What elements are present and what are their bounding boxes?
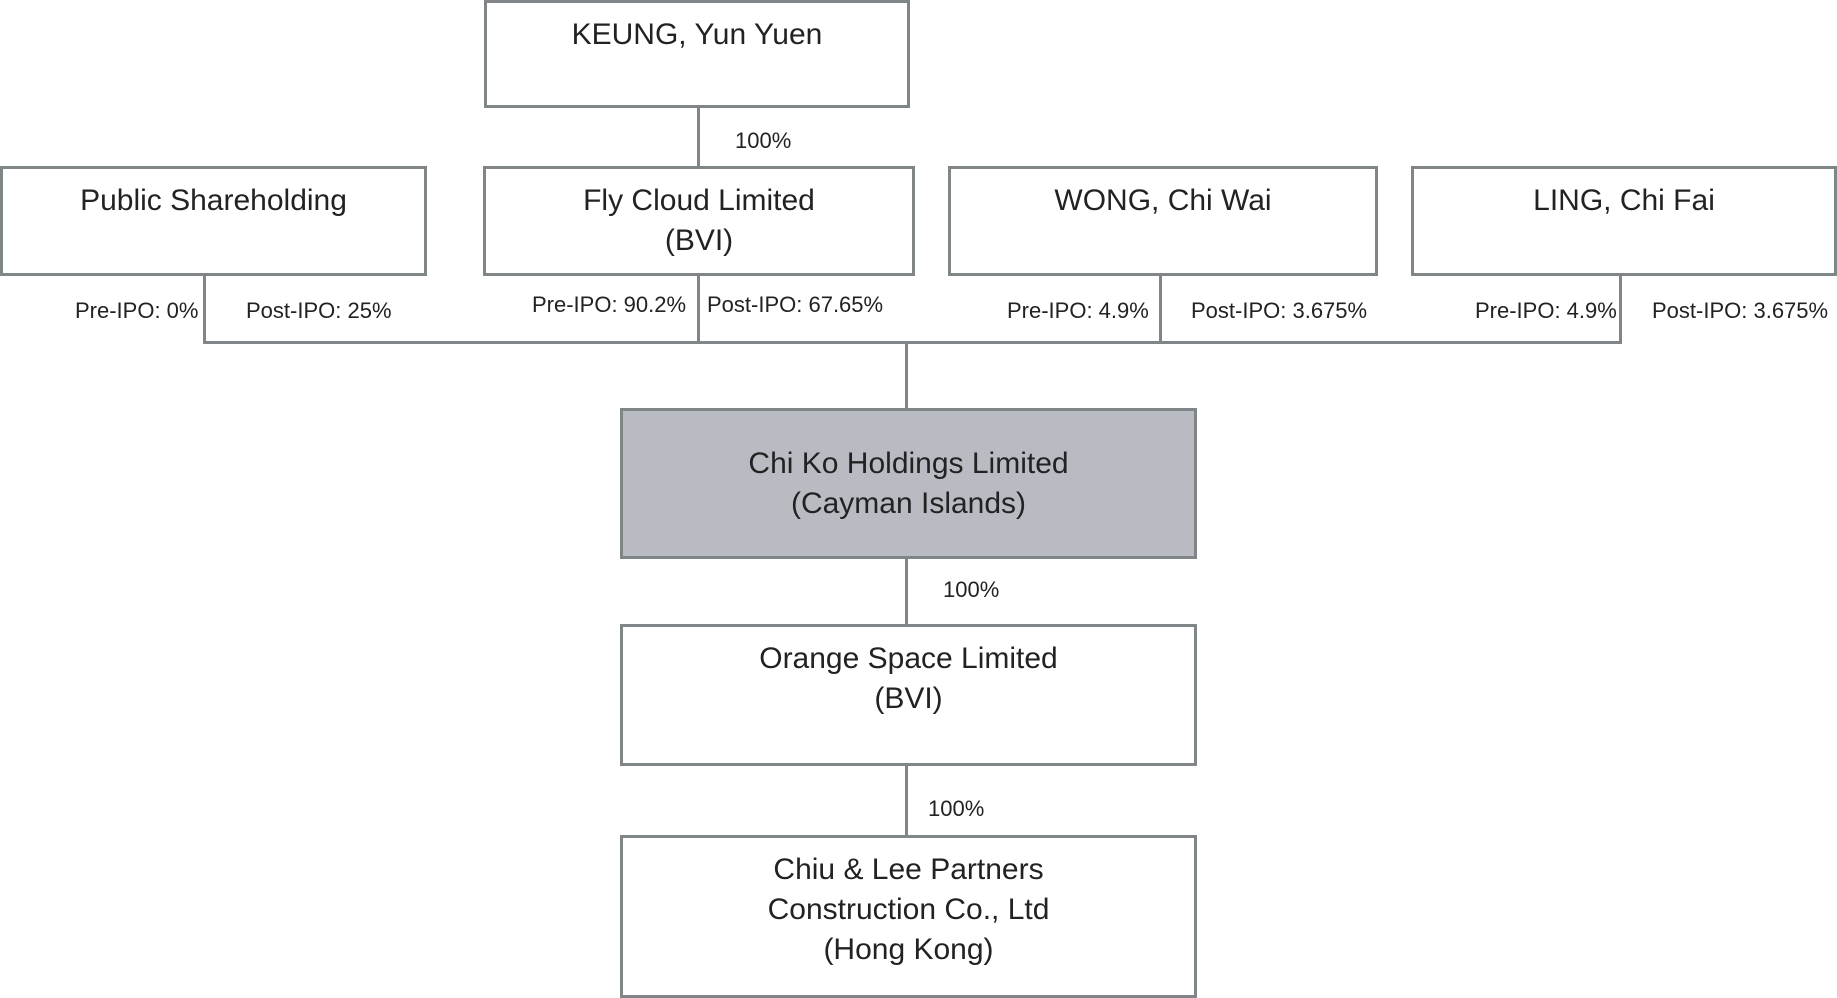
ownership-label-fly-cloud-post-ipo: Post-IPO: 67.65%: [707, 292, 884, 317]
connector-orange-chiu-lee: [905, 765, 908, 838]
entity-box-public-shareholding: Public Shareholding: [0, 166, 427, 276]
ownership-label-ling-pre-ipo: Pre-IPO: 4.9%: [1475, 298, 1617, 323]
ownership-label-orange-chiu-lee: 100%: [928, 796, 985, 821]
entity-name: Fly Cloud Limited: [583, 184, 815, 217]
entity-jurisdiction: (BVI): [664, 224, 734, 257]
ownership-label-public-pre-ipo: Pre-IPO: 0%: [75, 298, 199, 323]
ownership-label-wong-post-ipo: Post-IPO: 3.675%: [1191, 298, 1368, 323]
ownership-label-ling-post-ipo: Post-IPO: 3.675%: [1652, 298, 1829, 323]
ownership-label-wong-pre-ipo: Pre-IPO: 4.9%: [1007, 298, 1149, 323]
entity-jurisdiction: (Hong Kong): [823, 933, 994, 966]
connector-ling-down: [1619, 274, 1622, 344]
entity-name: Chiu & Lee Partners: [773, 853, 1044, 886]
ownership-label-fly-cloud-pre-ipo: Pre-IPO: 90.2%: [532, 292, 687, 317]
entity-name: LING, Chi Fai: [1533, 184, 1715, 217]
entity-jurisdiction: (Cayman Islands): [790, 486, 1027, 520]
entity-box-orange-space: Orange Space Limited (BVI): [620, 624, 1197, 766]
entity-box-chi-ko-holdings: Chi Ko Holdings Limited (Cayman Islands): [620, 408, 1197, 559]
entity-box-wong: WONG, Chi Wai: [948, 166, 1378, 276]
connector-horizontal-bus: [203, 341, 1622, 344]
ownership-label-keung-fly-cloud: 100%: [735, 128, 792, 153]
connector-bus-chi-ko: [905, 341, 908, 411]
entity-name-continued: Construction Co., Ltd: [767, 893, 1050, 926]
entity-box-keung: KEUNG, Yun Yuen: [484, 0, 910, 108]
entity-box-ling: LING, Chi Fai: [1411, 166, 1837, 276]
entity-jurisdiction: (BVI): [874, 682, 943, 715]
entity-box-fly-cloud: Fly Cloud Limited (BVI): [483, 166, 915, 276]
entity-name: Public Shareholding: [80, 184, 347, 217]
ownership-label-chi-ko-orange: 100%: [943, 577, 1000, 602]
connector-public-down: [203, 274, 206, 344]
entity-box-chiu-lee: Chiu & Lee Partners Construction Co., Lt…: [620, 835, 1197, 998]
connector-chi-ko-orange: [905, 557, 908, 627]
entity-name: WONG, Chi Wai: [1054, 184, 1272, 217]
entity-name: Orange Space Limited: [759, 642, 1058, 675]
connector-fly-cloud-down: [697, 274, 700, 344]
entity-name: Chi Ko Holdings Limited: [748, 446, 1069, 480]
connector-wong-down: [1159, 274, 1162, 344]
connector-keung-fly-cloud: [697, 106, 700, 167]
ownership-label-public-post-ipo: Post-IPO: 25%: [246, 298, 392, 323]
entity-name: KEUNG, Yun Yuen: [571, 18, 823, 51]
